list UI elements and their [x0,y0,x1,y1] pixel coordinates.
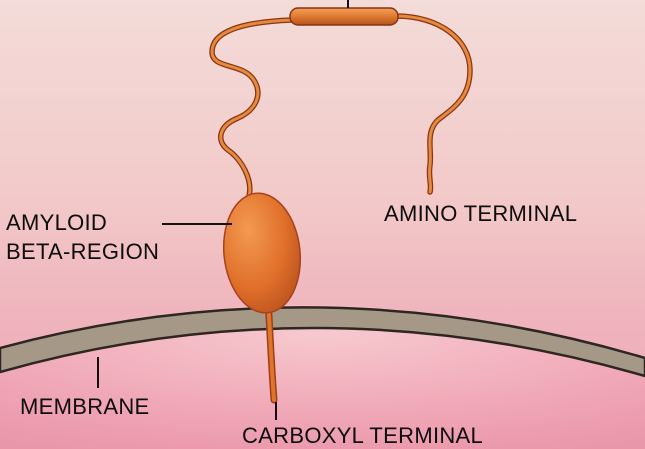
amyloid-label-line2: BETA-REGION [6,237,159,266]
amyloid-beta-label: AMYLOID BETA-REGION [6,208,159,266]
amyloid-label-line1: AMYLOID [6,208,159,237]
amino-terminal-label: AMINO TERMINAL [384,201,577,227]
carboxyl-terminal-label: CARBOXYL TERMINAL [242,423,483,449]
protein-rod [290,8,398,25]
membrane-label: MEMBRANE [20,394,150,420]
